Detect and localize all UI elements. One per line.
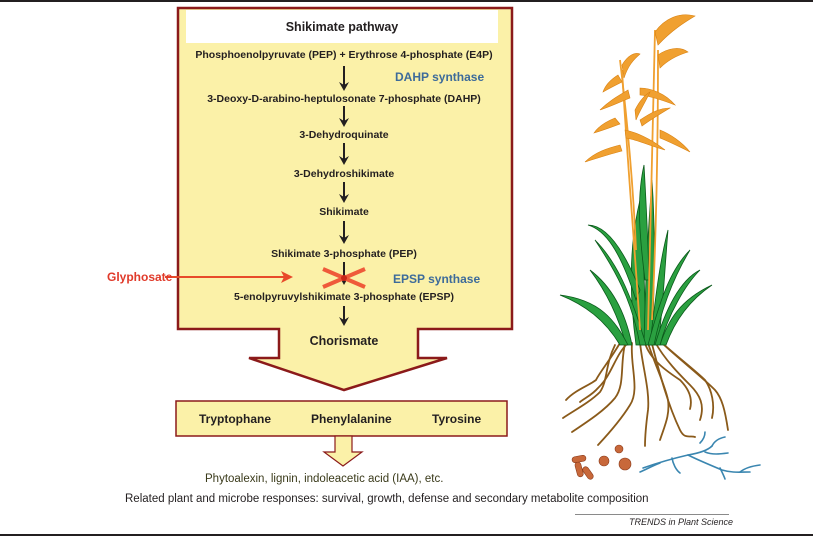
glyphosate-label: Glyphosate: [107, 270, 173, 284]
source-divider: [575, 514, 729, 515]
roots: [562, 340, 729, 447]
top-border: [0, 0, 813, 2]
step-3-dehydroquinate: 3-Dehydroquinate: [299, 129, 389, 141]
enzyme-dahp-synthase: DAHP synthase: [395, 70, 485, 84]
step-shikimate: Shikimate: [319, 206, 369, 218]
products-box: [175, 400, 508, 437]
pathway-title: Shikimate pathway: [186, 10, 498, 43]
leaves: [559, 164, 713, 346]
bottom-border: [0, 534, 813, 536]
step-epsp: 5-enolpyruvylshikimate 3-phosphate (EPSP…: [234, 291, 454, 303]
step-dahp: 3-Deoxy-D-arabino-heptulosonate 7-phosph…: [207, 93, 481, 105]
step-chorismate: Chorismate: [309, 334, 379, 348]
product-phenylalanine: Phenylalanine: [311, 412, 392, 426]
secondary-metabolites: Phytoalexin, lignin, indoleacetic acid (…: [205, 473, 444, 485]
product-tryptophane: Tryptophane: [199, 412, 272, 426]
pathway-arrows: [339, 66, 349, 326]
products-arrow: [322, 435, 364, 467]
stems: [619, 29, 659, 331]
product-tyrosine: Tyrosine: [432, 412, 482, 426]
step-shikimate-3-phosphate: Shikimate 3-phosphate (PEP): [271, 248, 417, 260]
fungal-hyphae: [639, 431, 761, 480]
step-pep-e4p: Phosphoenolpyruvate (PEP) + Erythrose 4-…: [195, 49, 493, 61]
plant-illustration: [559, 14, 761, 480]
grain-heads: [584, 14, 696, 163]
step-3-dehydroshikimate: 3-Dehydroshikimate: [293, 168, 395, 180]
source-label: TRENDS in Plant Science: [629, 517, 734, 527]
enzyme-epsp-synthase: EPSP synthase: [393, 272, 481, 286]
plant-microbe-responses: Related plant and microbe responses: sur…: [125, 493, 649, 505]
bacteria: [571, 444, 632, 480]
